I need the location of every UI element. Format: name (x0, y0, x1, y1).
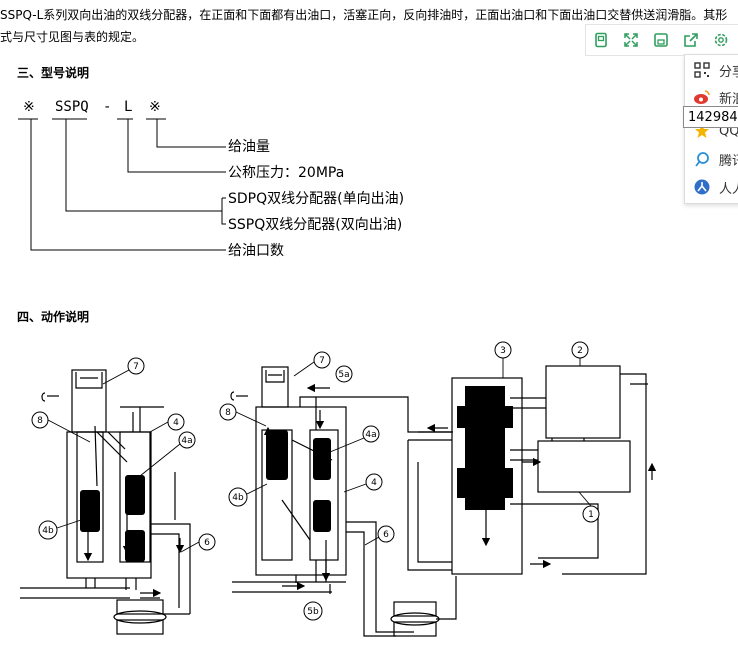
label-5a-right: 5a (338, 370, 349, 380)
share-label: 腾讯 (719, 153, 738, 169)
desc-pressure: 公称压力：20MPa (228, 165, 345, 181)
copy-icon[interactable] (586, 27, 616, 53)
callout-5b-right (303, 601, 323, 621)
direction-valve-and-actuators (407, 365, 648, 575)
callout-7-left (127, 357, 145, 375)
share-icon[interactable] (676, 27, 706, 53)
share-label: 人人 (719, 181, 738, 197)
settings-icon[interactable] (706, 27, 736, 53)
model-code-part5: ※ (149, 99, 161, 115)
label-4-right: 4 (371, 478, 377, 488)
left-distributor (20, 369, 191, 635)
callout-4-right (365, 473, 383, 491)
share-count-tooltip: 142984 (683, 106, 738, 128)
label-2: 2 (577, 346, 583, 356)
label-4-left: 4 (173, 418, 179, 428)
callout-4b-right (228, 487, 248, 507)
share-item-qrcode[interactable]: 分享 (693, 58, 738, 82)
callout-4a-left (178, 431, 196, 449)
intro-line-1: SSPQ-L系列双向出油的双线分配器，在正面和下面都有出油口，活塞正向，反向排油… (0, 8, 728, 22)
model-code-part2: SSPQ (55, 99, 89, 115)
label-7-right: 7 (319, 356, 325, 366)
save-icon[interactable] (646, 27, 676, 53)
model-code-part4: L (124, 99, 133, 115)
weibo-icon (693, 88, 711, 106)
desc-port-count: 给油口数 (228, 243, 284, 259)
label-8-right: 8 (225, 408, 231, 418)
model-code-part3: - (103, 99, 112, 115)
callout-7-right (313, 351, 331, 369)
callout-5a-right (335, 365, 353, 383)
renren-icon (693, 178, 711, 196)
desc-sdpq: SDPQ双线分配器(单向出油) (228, 191, 405, 207)
right-distributor (230, 366, 457, 637)
label-7-left: 7 (133, 362, 139, 372)
share-label: 新浪 (719, 91, 738, 107)
label-6-left: 6 (204, 538, 210, 548)
label-6-right: 6 (383, 530, 389, 540)
label-5b-right: 5b (307, 607, 319, 617)
share-item-weibo[interactable]: 新浪 (693, 85, 738, 109)
share-item-renren[interactable]: 人人 (693, 175, 738, 199)
qzone-icon (693, 122, 711, 140)
desc-sspq: SSPQ双线分配器(双向出油) (228, 217, 403, 233)
label-4b-left: 4b (42, 526, 54, 536)
tencent-weibo-icon (693, 150, 711, 168)
model-heading: 三、型号说明 (17, 66, 90, 80)
intro-line-2: 式与尺寸见图与表的规定。 (0, 30, 145, 44)
callout-6-right (377, 525, 395, 543)
label-4b-right: 4b (232, 493, 244, 503)
floating-toolbar (585, 24, 738, 56)
fullscreen-icon[interactable] (616, 27, 646, 53)
share-item-tencent[interactable]: 腾讯 (693, 147, 738, 171)
label-4a-left: 4a (181, 436, 192, 446)
intro-paragraph: SSPQ-L系列双向出油的双线分配器，在正面和下面都有出油口，活塞正向，反向排油… (0, 4, 738, 48)
label-1: 1 (588, 510, 594, 520)
label-8-left: 8 (37, 416, 43, 426)
callout-4a-right (362, 425, 380, 443)
share-menu: 分享 新浪 QQ 腾讯 人人 (684, 54, 738, 204)
share-label: 分享 (719, 64, 738, 80)
label-4a-right: 4a (365, 430, 376, 440)
pistons (80, 386, 513, 562)
model-code-part1: ※ (23, 99, 35, 115)
desc-flow-rate: 给油量 (228, 139, 270, 155)
action-heading: 四、动作说明 (17, 310, 90, 324)
label-3: 3 (500, 346, 506, 356)
callout-4b-left (38, 520, 58, 540)
qrcode-icon (693, 61, 711, 79)
